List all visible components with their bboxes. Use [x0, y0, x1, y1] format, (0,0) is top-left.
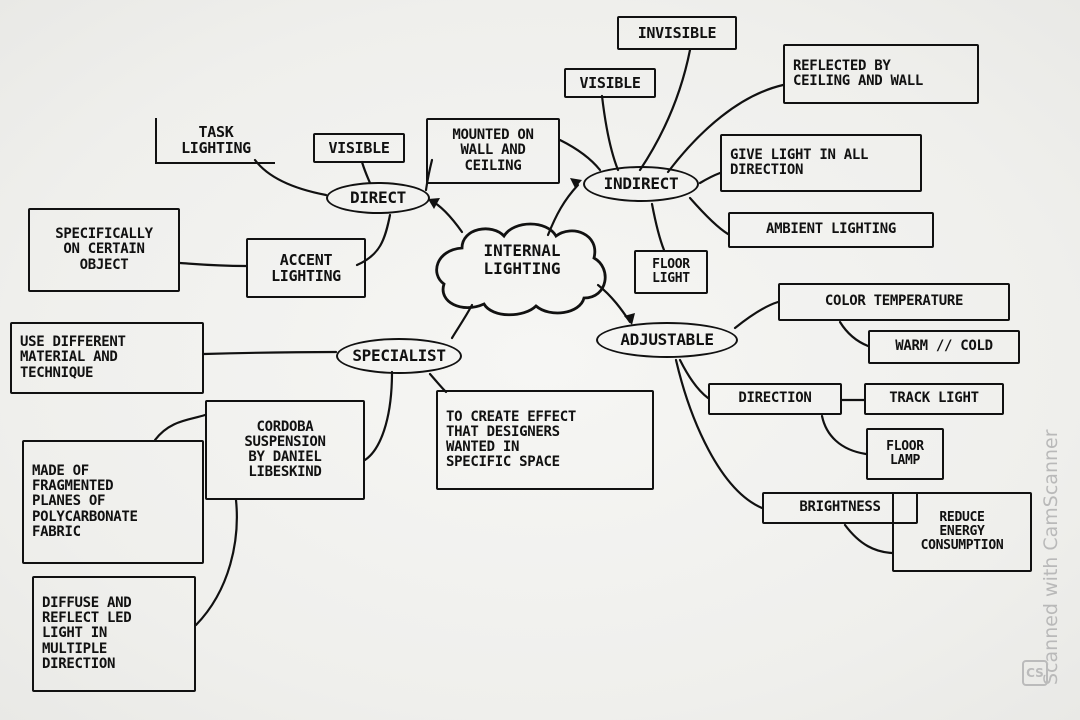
connector-adjustable-color — [733, 300, 780, 330]
connector-adjustable-brightness — [674, 358, 764, 510]
node-adjustable: ADJUSTABLE — [596, 322, 738, 358]
node-made-of: MADE OF FRAGMENTED PLANES OF POLYCARBONA… — [22, 440, 204, 564]
camscanner-logo-icon: CS — [1022, 660, 1048, 686]
connector-direct-task — [253, 158, 328, 197]
node-give-light: GIVE LIGHT IN ALL DIRECTION — [720, 134, 922, 192]
connector-direct-accent — [355, 213, 392, 267]
node-diffuse: DIFFUSE AND REFLECT LED LIGHT IN MULTIPL… — [32, 576, 196, 692]
node-cordoba: CORDOBA SUSPENSION BY DANIEL LIBESKIND — [205, 400, 365, 500]
connector-indirect-visible — [600, 94, 620, 172]
watermark-text: Scanned with CamScanner — [1040, 429, 1062, 685]
connector-color-warm — [838, 320, 870, 348]
node-ambient-lighting: AMBIENT LIGHTING — [728, 212, 934, 248]
connector-cordoba-diffuse — [194, 498, 238, 627]
connector-brightness-reduce — [843, 523, 894, 555]
connector-indirect-give — [698, 171, 722, 185]
arrowhead-indirect — [570, 178, 582, 188]
connector-specialist-cordoba — [363, 370, 394, 462]
node-task-lighting: TASK LIGHTING — [155, 118, 275, 164]
connector-indirect-ambient — [688, 196, 730, 236]
node-create-effect: TO CREATE EFFECT THAT DESIGNERS WANTED I… — [436, 390, 654, 490]
connector-indirect-invisible — [638, 48, 692, 172]
node-specialist: SPECIALIST — [336, 338, 462, 374]
arrowhead-direct — [428, 198, 440, 209]
node-indirect: INDIRECT — [583, 166, 699, 202]
node-specifically: SPECIFICALLY ON CERTAIN OBJECT — [28, 208, 180, 292]
central-topic-label: INTERNAL LIGHTING — [483, 241, 561, 279]
connector-direction-floorlamp — [820, 414, 868, 456]
connector-cordoba-made — [153, 413, 207, 442]
connector-direct-mounted — [424, 158, 434, 192]
connector-accent-specific — [178, 261, 248, 268]
connector-mounted-indirect — [558, 138, 602, 172]
connector-direct-visible — [360, 160, 372, 185]
node-mounted: MOUNTED ON WALL AND CEILING — [426, 118, 560, 184]
node-accent-lighting: ACCENT LIGHTING — [246, 238, 366, 298]
connector-adjustable-direction — [678, 358, 710, 400]
node-track-light: TRACK LIGHT — [864, 383, 1004, 415]
node-warm-cold: WARM // COLD — [868, 330, 1020, 364]
node-color-temperature: COLOR TEMPERATURE — [778, 283, 1010, 321]
node-use-different: USE DIFFERENT MATERIAL AND TECHNIQUE — [10, 322, 204, 394]
arrowhead-adjustable — [624, 313, 635, 325]
central-topic-cloud — [435, 222, 607, 317]
connector-specialist-use — [202, 350, 338, 356]
node-direct: DIRECT — [326, 182, 430, 214]
node-direction: DIRECTION — [708, 383, 842, 415]
node-floor-light: FLOOR LIGHT — [634, 250, 708, 294]
connector-indirect-reflected — [666, 83, 785, 174]
node-indirect-visible: VISIBLE — [564, 68, 656, 98]
node-brightness: BRIGHTNESS — [762, 492, 918, 524]
node-direct-visible: VISIBLE — [313, 133, 405, 163]
connector-indirect-floor — [650, 202, 666, 252]
node-reflected: REFLECTED BY CEILING AND WALL — [783, 44, 979, 104]
node-invisible: INVISIBLE — [617, 16, 737, 50]
node-floor-lamp: FLOOR LAMP — [866, 428, 944, 480]
node-reduce-energy: REDUCE ENERGY CONSUMPTION — [892, 492, 1032, 572]
